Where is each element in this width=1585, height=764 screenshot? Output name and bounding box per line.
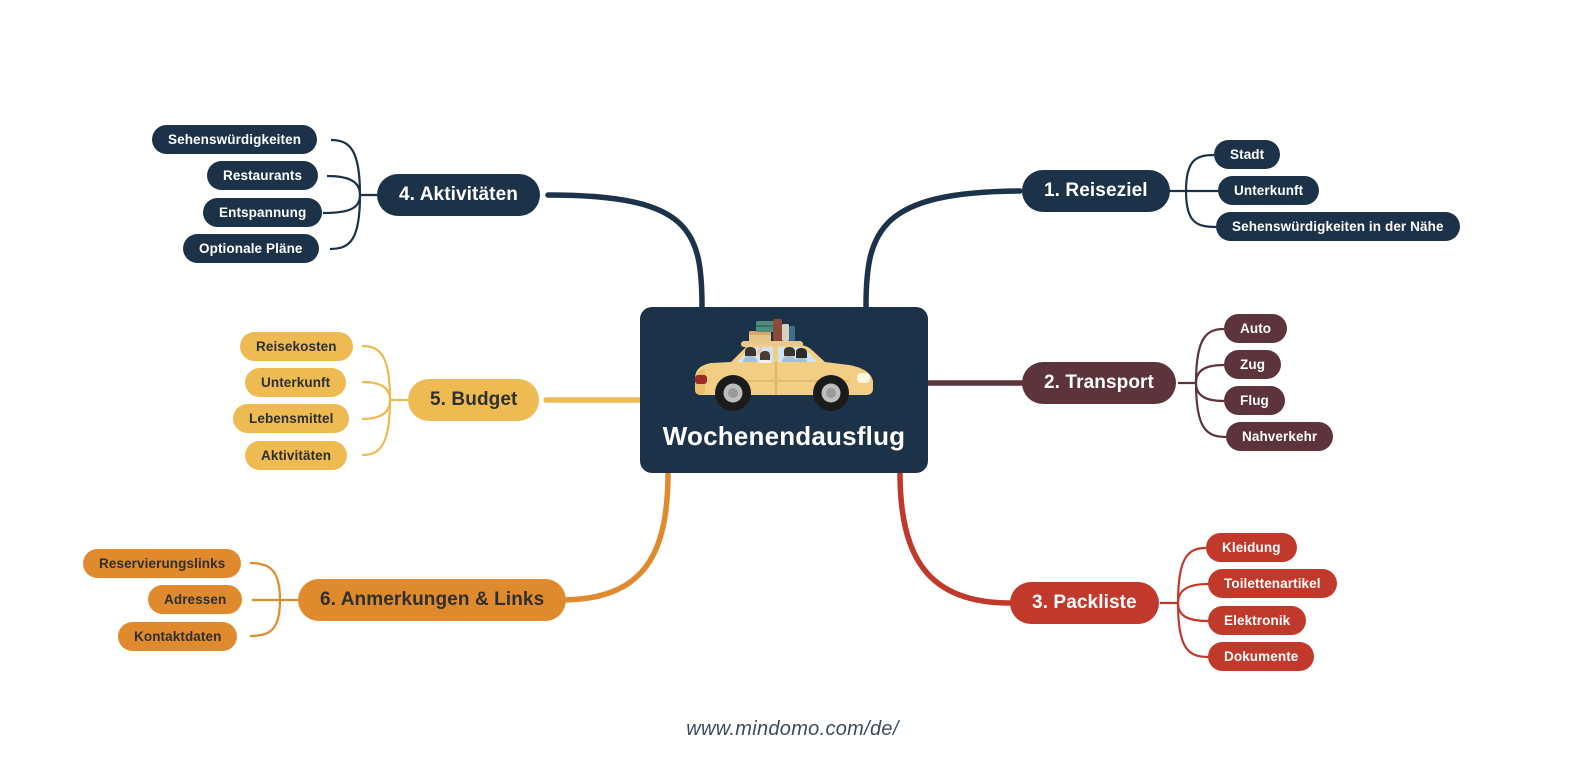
connector-sub-aktivitaeten xyxy=(329,194,362,251)
leaf-node-transport-nahverkehr[interactable]: Nahverkehr xyxy=(1226,422,1334,451)
connector-sub-packliste xyxy=(1176,602,1209,623)
leaf-node-reiseziel-sehenswuerdigkeiten-in-der-naehe[interactable]: Sehenswürdigkeiten in der Nähe xyxy=(1216,212,1460,241)
connector-sub-budget xyxy=(361,344,392,401)
branch-node-packliste[interactable]: 3. Packliste xyxy=(1010,582,1159,624)
branch-node-transport[interactable]: 2. Transport xyxy=(1022,362,1176,404)
central-node[interactable]: Wochenendausflug xyxy=(640,307,928,473)
leaf-node-budget-unterkunft[interactable]: Unterkunft xyxy=(245,368,347,397)
connector-sub-budget xyxy=(361,399,392,421)
connector-sub-aktivitaeten xyxy=(330,138,362,196)
connector-sub-aktivitaeten xyxy=(326,174,362,196)
leaf-node-budget-aktivitaeten[interactable]: Aktivitäten xyxy=(245,441,348,470)
connector-sub-anmerkungen xyxy=(249,599,282,638)
leaf-node-budget-reisekosten[interactable]: Reisekosten xyxy=(240,332,353,361)
leaf-node-transport-auto[interactable]: Auto xyxy=(1224,314,1288,343)
branch-node-anmerkungen-links[interactable]: 6. Anmerkungen & Links xyxy=(298,579,567,621)
central-node-title: Wochenendausflug xyxy=(662,421,906,451)
leaf-node-anmerkungen-kontaktdaten[interactable]: Kontaktdaten xyxy=(118,622,238,651)
leaf-node-packliste-toilettenartikel[interactable]: Toilettenartikel xyxy=(1208,569,1337,598)
connector-main-reiseziel xyxy=(863,188,1023,310)
connector-sub-anmerkungen xyxy=(249,561,282,601)
leaf-node-aktivitaeten-optionale-plaene[interactable]: Optionale Pläne xyxy=(183,234,319,263)
branch-node-reiseziel[interactable]: 1. Reiseziel xyxy=(1022,170,1170,212)
leaf-node-budget-lebensmittel[interactable]: Lebensmittel xyxy=(233,404,350,433)
leaf-node-transport-zug[interactable]: Zug xyxy=(1224,350,1282,379)
leaf-node-transport-flug[interactable]: Flug xyxy=(1224,386,1285,415)
leaf-node-aktivitaeten-sehenswuerdigkeiten[interactable]: Sehenswürdigkeiten xyxy=(152,125,318,154)
connector-sub-transport xyxy=(1194,363,1225,384)
leaf-node-reiseziel-stadt[interactable]: Stadt xyxy=(1214,140,1281,169)
branch-node-aktivitaeten[interactable]: 4. Aktivitäten xyxy=(377,174,540,216)
leaf-node-anmerkungen-reservierungslinks[interactable]: Reservierungslinks xyxy=(83,549,242,578)
connector-main-anmerkungen xyxy=(557,470,671,603)
connector-sub-transport xyxy=(1194,382,1225,403)
connector-main-packliste xyxy=(897,470,1013,606)
connector-sub-reiseziel xyxy=(1184,190,1217,229)
connector-sub-packliste xyxy=(1176,602,1209,659)
connector-sub-packliste xyxy=(1176,582,1209,604)
leaf-node-packliste-dokumente[interactable]: Dokumente xyxy=(1208,642,1315,671)
connector-sub-budget xyxy=(361,399,392,457)
leaf-node-reiseziel-unterkunft[interactable]: Unterkunft xyxy=(1218,176,1320,205)
connector-sub-packliste xyxy=(1176,546,1207,604)
leaf-node-packliste-kleidung[interactable]: Kleidung xyxy=(1206,533,1297,562)
connector-sub-reiseziel xyxy=(1184,153,1215,192)
connector-sub-transport xyxy=(1194,327,1225,384)
connector-sub-aktivitaeten xyxy=(322,194,362,215)
source-url-label: www.mindomo.com/de/ xyxy=(686,718,899,740)
connector-main-aktivitaeten xyxy=(545,192,705,310)
leaf-node-aktivitaeten-restaurants[interactable]: Restaurants xyxy=(207,161,319,190)
leaf-node-aktivitaeten-entspannung[interactable]: Entspannung xyxy=(203,198,323,227)
car-with-family-and-luggage-icon xyxy=(681,315,887,419)
connector-sub-transport xyxy=(1194,382,1227,439)
connector-sub-budget xyxy=(361,380,392,401)
branch-node-budget[interactable]: 5. Budget xyxy=(408,379,540,421)
leaf-node-packliste-elektronik[interactable]: Elektronik xyxy=(1208,606,1307,635)
leaf-node-anmerkungen-adressen[interactable]: Adressen xyxy=(148,585,243,614)
